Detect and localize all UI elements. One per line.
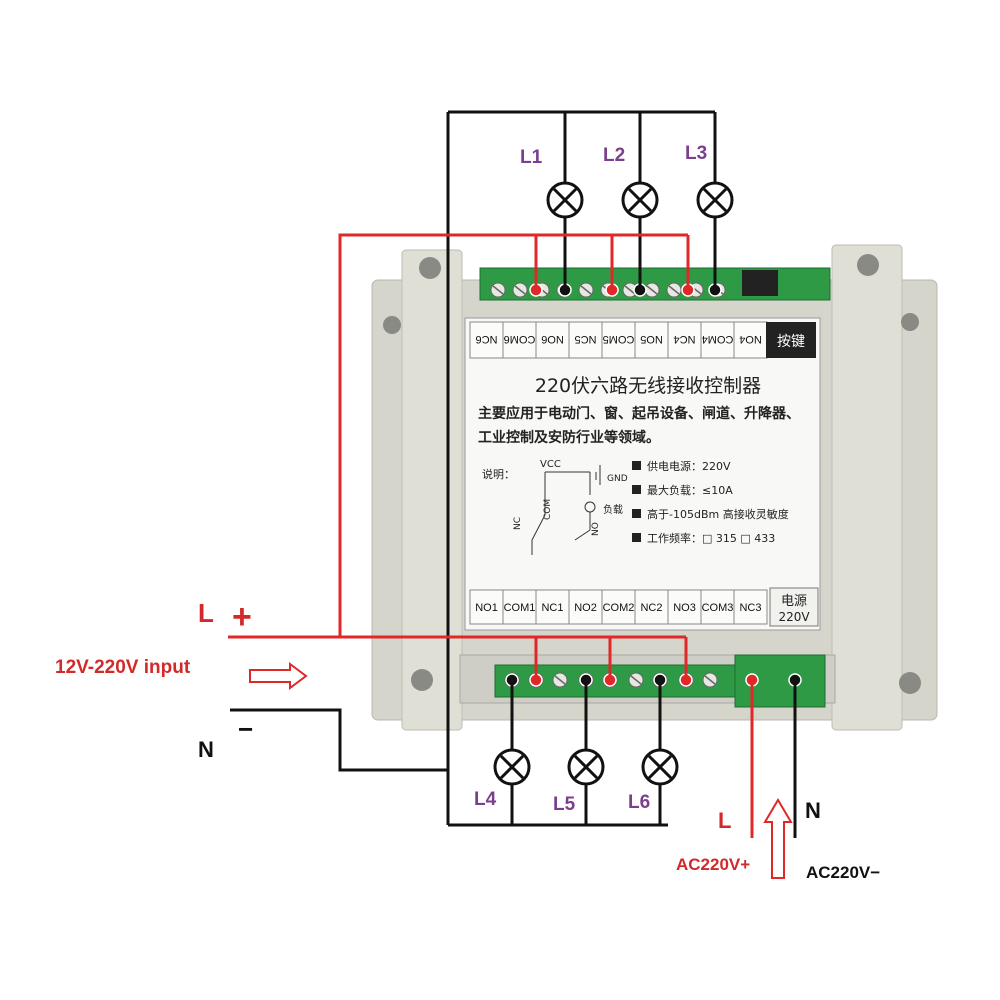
power-value: 220V	[778, 610, 810, 624]
mount-hole	[419, 257, 441, 279]
input-minus-label: −	[238, 714, 253, 744]
brand-text: 按键	[777, 334, 805, 350]
input-l-label: L	[198, 598, 214, 628]
top-terminal-label: NO5	[640, 333, 663, 345]
spec-bullet	[632, 461, 641, 470]
lamp-icon	[546, 181, 584, 219]
lamp-label-l5: L5	[553, 794, 576, 815]
mount-hole	[901, 313, 919, 331]
bottom-terminal-cell	[568, 589, 603, 625]
bottom-terminal-cell	[733, 589, 768, 625]
lamp-icon	[567, 748, 605, 786]
spec-item: 高于-105dBm 高接收灵敏度	[647, 507, 789, 521]
ac-minus-label: AC220V−	[806, 863, 880, 882]
note-label: 说明：	[482, 467, 515, 481]
spec-bullet	[632, 485, 641, 494]
top-terminal-label: COM4	[702, 333, 734, 345]
bottom-terminal-cell	[469, 589, 504, 625]
black-wires	[230, 110, 797, 838]
relay-schematic	[531, 465, 601, 555]
bottom-terminal-label: NO1	[475, 602, 498, 614]
panel-desc-line2: 工业控制及安防行业等领域。	[478, 429, 660, 446]
no-label: NO	[591, 522, 601, 536]
input-arrow-icon	[249, 662, 308, 690]
lamp-label-l3: L3	[685, 143, 707, 164]
spec-bullet	[632, 533, 641, 542]
top-terminal-cell	[535, 321, 570, 359]
ac-n-label: N	[805, 798, 821, 823]
panel-desc-line1: 主要应用于电动门、窗、起吊设备、闸道、升降器、	[478, 405, 800, 422]
ac-plus-label: AC220V+	[676, 855, 750, 874]
com-label: COM	[543, 499, 553, 520]
mount-hole	[383, 316, 401, 334]
power-label: 电源	[781, 594, 807, 609]
input-text-label: 12V-220V input	[55, 657, 191, 678]
mount-hole	[899, 672, 921, 694]
bottom-terminal-label: COM3	[702, 602, 734, 614]
input-plus-label: +	[232, 598, 252, 636]
bottom-terminal-label: COM2	[603, 602, 635, 614]
top-terminal-label: NC5	[574, 333, 596, 345]
nc-label: NC	[513, 517, 523, 530]
lamp-label-l1: L1	[520, 147, 543, 168]
vcc-label: VCC	[540, 459, 561, 470]
top-terminal-label: NO4	[739, 333, 762, 345]
spec-item: 供电电源：220V	[647, 459, 731, 473]
gnd-label: GND	[607, 474, 628, 484]
bottom-terminal-label: COM1	[504, 602, 536, 614]
lamp-label-l2: L2	[603, 145, 625, 166]
top-terminal-label: NC4	[673, 333, 695, 345]
load-label: 负载	[603, 503, 623, 516]
spec-item: 工作频率：□ 315 □ 433	[647, 531, 775, 545]
lamp-icon	[641, 748, 679, 786]
bottom-terminal-label: NC1	[541, 602, 563, 614]
bottom-terminal-cell	[634, 589, 669, 625]
ac-l-label: L	[718, 808, 731, 833]
bottom-terminal-label: NO2	[574, 602, 597, 614]
top-terminal-cell	[469, 321, 504, 359]
bottom-terminal-label: NO3	[673, 602, 696, 614]
spec-bullet	[632, 509, 641, 518]
bottom-terminal-cell	[502, 589, 537, 625]
red-wires	[228, 233, 754, 838]
lamp-icon	[696, 181, 734, 219]
mount-hole	[857, 254, 879, 276]
ac-up-arrow-icon	[763, 798, 793, 879]
top-terminal-label: COM6	[504, 333, 536, 345]
top-terminal-label: NO6	[541, 333, 564, 345]
lamp-label-l6: L6	[628, 792, 650, 813]
spec-item: 最大负载：≤10A	[647, 483, 733, 497]
input-n-label: N	[198, 737, 214, 762]
lamp-label-l4: L4	[474, 789, 497, 810]
bottom-terminal-cell	[601, 589, 636, 625]
mount-hole	[411, 669, 433, 691]
label-panel: NC6 COM6 NO6 NC5 COM5 NO5 NC4 COM4 NO4 按键 220伏六路…	[464, 317, 821, 631]
lamp-icon	[493, 748, 531, 786]
panel-title: 220伏六路无线接收控制器	[535, 375, 761, 397]
top-terminal-label: COM5	[603, 333, 635, 345]
bottom-terminal-cell	[667, 589, 702, 625]
top-terminal-label: NC6	[475, 333, 497, 345]
lamp-icon	[621, 181, 659, 219]
bottom-terminal-label: NC3	[739, 602, 761, 614]
bottom-terminal-label: NC2	[640, 602, 662, 614]
